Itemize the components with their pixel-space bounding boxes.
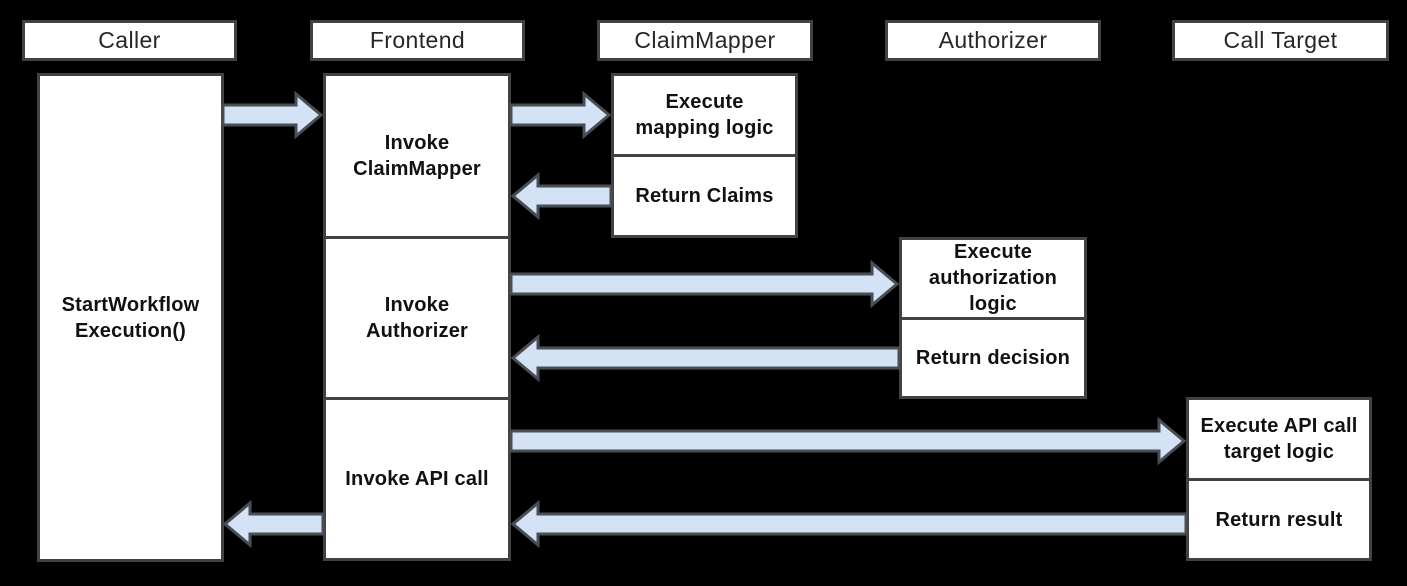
lane-header-frontend: Frontend <box>310 20 525 61</box>
caller-to-frontend-arrow <box>221 90 324 140</box>
lane-header-call-target-label: Call Target <box>1223 27 1338 53</box>
node-invoke-authorizer: Invoke Authorizer <box>326 235 508 397</box>
calltarget-to-frontend-arrow <box>510 499 1188 549</box>
node-execute-api-call-target-logic-label: Execute API call target logic <box>1200 415 1358 464</box>
node-invoke-api-call-label: Invoke API call <box>345 467 489 490</box>
lane-header-caller-label: Caller <box>98 27 161 53</box>
node-execute-mapping-logic: Execute mapping logic <box>614 76 795 154</box>
node-return-claims: Return Claims <box>614 154 795 235</box>
claimmapper-to-frontend-arrow <box>510 171 613 221</box>
lane-header-frontend-label: Frontend <box>369 27 466 53</box>
lane-header-caller: Caller <box>22 20 237 61</box>
node-invoke-claimmapper: Invoke ClaimMapper <box>326 76 508 236</box>
lane-header-authorizer: Authorizer <box>885 20 1101 61</box>
node-invoke-api-call: Invoke API call <box>326 396 508 558</box>
frontend-to-claimmapper-arrow <box>509 90 612 140</box>
lane-header-authorizer-label: Authorizer <box>938 27 1048 53</box>
node-startworkflowexecution-label: StartWorkflow Execution() <box>61 293 200 342</box>
frontend-to-calltarget-arrow <box>509 416 1187 466</box>
node-return-result: Return result <box>1189 478 1369 558</box>
frontend-activity-box: Invoke ClaimMapper Invoke Authorizer Inv… <box>323 73 511 561</box>
node-return-result-label: Return result <box>1215 508 1343 531</box>
node-execute-mapping-logic-label: Execute mapping logic <box>635 91 774 140</box>
authorizer-activity-box: Execute authorization logic Return decis… <box>899 237 1087 399</box>
node-startworkflowexecution: StartWorkflow Execution() <box>40 76 221 559</box>
frontend-to-authorizer-arrow <box>509 259 900 309</box>
node-invoke-claimmapper-label: Invoke ClaimMapper <box>353 131 481 180</box>
node-return-decision: Return decision <box>902 316 1084 397</box>
node-execute-authorization-logic-label: Execute authorization logic <box>928 241 1058 316</box>
lane-header-claimmapper: ClaimMapper <box>597 20 813 61</box>
caller-activity-box: StartWorkflow Execution() <box>37 73 224 562</box>
node-return-decision-label: Return decision <box>915 346 1071 369</box>
node-execute-api-call-target-logic: Execute API call target logic <box>1189 400 1369 478</box>
lane-header-call-target: Call Target <box>1172 20 1389 61</box>
call-target-activity-box: Execute API call target logic Return res… <box>1186 397 1372 561</box>
node-execute-authorization-logic: Execute authorization logic <box>902 240 1084 317</box>
claimmapper-activity-box: Execute mapping logic Return Claims <box>611 73 798 238</box>
frontend-to-caller-arrow <box>222 499 325 549</box>
node-invoke-authorizer-label: Invoke Authorizer <box>366 293 468 342</box>
authorizer-to-frontend-arrow <box>510 333 901 383</box>
lane-header-claimmapper-label: ClaimMapper <box>634 27 776 53</box>
node-return-claims-label: Return Claims <box>635 185 774 208</box>
